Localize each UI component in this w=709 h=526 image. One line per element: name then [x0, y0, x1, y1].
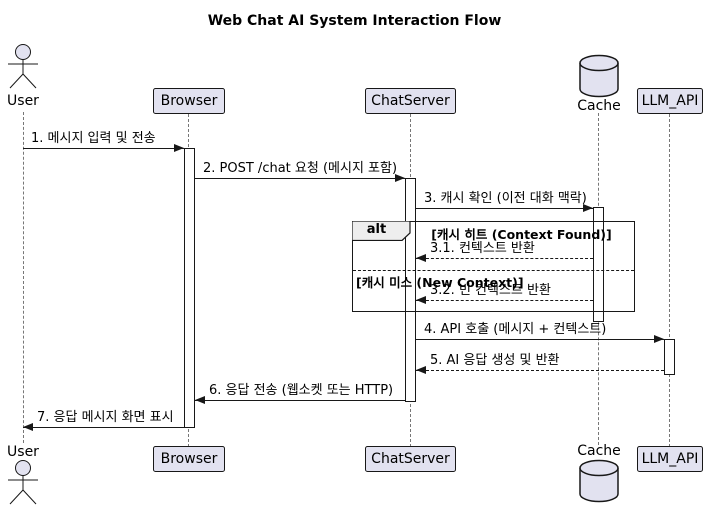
message-7: 7. 응답 메시지 화면 표시	[23, 410, 184, 431]
arrowhead-left-icon	[23, 423, 33, 431]
alt-pentagon-shape	[351, 220, 411, 241]
alt-fragment: alt [캐시 히트 (Context Found)] [캐시 미스 (New …	[351, 220, 635, 312]
arrowhead-left-icon	[416, 254, 426, 262]
arrowhead-right-icon	[654, 335, 664, 343]
actor-user-icon-top	[3, 44, 43, 91]
actor-user-icon-bottom	[3, 460, 43, 507]
message-6-label: 6. 응답 전송 (웹소켓 또는 HTTP)	[209, 383, 394, 398]
message-3-2: 3.2. 빈 컨텍스트 반환	[416, 283, 593, 304]
database-icon-top	[577, 54, 621, 98]
activation-llm-api	[664, 339, 675, 375]
participant-browser-top: Browser	[153, 88, 225, 114]
message-1-arrow	[23, 144, 184, 152]
message-3-1-arrow	[416, 254, 593, 262]
message-3-2-arrow	[416, 296, 593, 304]
message-5: 5. AI 응답 생성 및 반환	[416, 353, 664, 374]
participant-user-top: User	[7, 93, 39, 109]
message-1-label: 1. 메시지 입력 및 전송	[31, 131, 156, 146]
message-5-arrow	[416, 366, 664, 374]
message-4-arrow	[416, 335, 664, 343]
message-2-arrow	[195, 174, 405, 182]
message-1: 1. 메시지 입력 및 전송	[23, 131, 184, 152]
arrowhead-left-icon	[416, 296, 426, 304]
alt-guard-cache-miss: [캐시 미스 (New Context)]	[356, 275, 524, 290]
message-5-label: 5. AI 응답 생성 및 반환	[430, 353, 560, 368]
message-3: 3. 캐시 확인 (이전 대화 맥락)	[416, 191, 593, 212]
alt-divider	[353, 270, 634, 271]
lifeline-user	[23, 112, 24, 443]
arrowhead-left-icon	[416, 366, 426, 374]
message-7-label: 7. 응답 메시지 화면 표시	[37, 410, 174, 425]
message-6-arrow	[195, 396, 405, 404]
lifeline-llm-api	[669, 114, 670, 447]
alt-guard-cache-hit: [캐시 히트 (Context Found)]	[431, 227, 612, 242]
participant-chatserver-top: ChatServer	[365, 88, 456, 114]
alt-operator-label: alt	[366, 221, 387, 237]
participant-cache-top: Cache	[577, 98, 621, 114]
message-7-arrow	[23, 423, 184, 431]
activation-chatserver	[405, 178, 416, 402]
diagram-title: Web Chat AI System Interaction Flow	[207, 13, 502, 29]
message-3-1-label: 3.1. 컨텍스트 반환	[430, 241, 535, 256]
arrowhead-right-icon	[395, 174, 405, 182]
alt-operator-pentagon: alt	[351, 220, 411, 241]
database-icon-bottom	[577, 459, 621, 503]
arrowhead-left-icon	[195, 396, 205, 404]
participant-chatserver-bottom: ChatServer	[365, 446, 456, 472]
participant-llm-api-bottom: LLM_API	[637, 446, 703, 472]
message-3-arrow	[416, 204, 593, 212]
activation-browser	[184, 148, 195, 428]
activation-cache	[593, 207, 604, 322]
participant-llm-api-top: LLM_API	[637, 88, 703, 114]
arrowhead-right-icon	[583, 204, 593, 212]
participant-browser-bottom: Browser	[153, 446, 225, 472]
message-3-2-label: 3.2. 빈 컨텍스트 반환	[430, 283, 551, 298]
participant-user-bottom: User	[7, 444, 39, 460]
message-2: 2. POST /chat 요청 (메시지 포함)	[195, 161, 405, 182]
message-4: 4. API 호출 (메시지 + 컨텍스트)	[416, 322, 664, 343]
message-4-label: 4. API 호출 (메시지 + 컨텍스트)	[424, 322, 607, 337]
message-3-1: 3.1. 컨텍스트 반환	[416, 241, 593, 262]
arrowhead-right-icon	[174, 144, 184, 152]
message-6: 6. 응답 전송 (웹소켓 또는 HTTP)	[195, 383, 405, 404]
message-3-label: 3. 캐시 확인 (이전 대화 맥락)	[424, 191, 587, 206]
message-2-label: 2. POST /chat 요청 (메시지 포함)	[203, 161, 398, 176]
participant-cache-bottom: Cache	[577, 443, 621, 459]
